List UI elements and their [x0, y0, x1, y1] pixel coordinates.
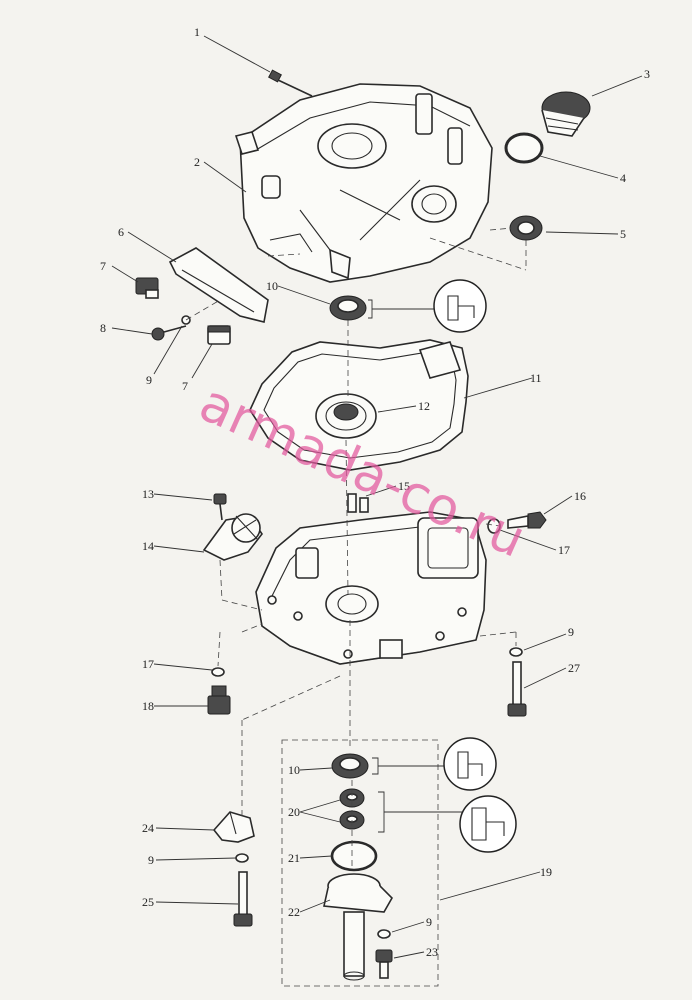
callout-14: 14	[142, 539, 154, 553]
bolt-icon	[507, 661, 527, 717]
clamp-bracket	[212, 811, 255, 843]
callout-7b: 7	[182, 379, 188, 393]
callout-15: 15	[398, 479, 410, 493]
lower-crankcase	[255, 511, 487, 665]
washer	[211, 667, 225, 677]
cover-bracket	[168, 247, 269, 323]
callout-19: 19	[540, 865, 552, 879]
callout-24: 24	[142, 821, 154, 835]
callout-5: 5	[620, 227, 626, 241]
detail-callout-icon	[368, 279, 487, 333]
alignment-lines	[185, 227, 527, 870]
washer	[235, 853, 249, 863]
callout-9b: 9	[568, 625, 574, 639]
callout-23: 23	[426, 945, 438, 959]
callout-25: 25	[142, 895, 154, 909]
detail-callout-icon	[378, 791, 517, 853]
bearing-icon	[339, 788, 365, 808]
washer	[377, 929, 391, 939]
o-ring-icon	[504, 132, 544, 164]
callout-12: 12	[418, 399, 430, 413]
detail-callout-icon	[372, 737, 497, 791]
callout-13: 13	[142, 487, 154, 501]
rubber-pad-lower	[207, 325, 231, 345]
callout-4: 4	[620, 171, 626, 185]
filler-plug	[541, 91, 591, 137]
o-ring-icon	[330, 840, 378, 872]
callout-9d: 9	[426, 915, 432, 929]
washer	[509, 647, 523, 657]
callout-17b: 17	[142, 657, 154, 671]
oil-case-group-frame	[281, 739, 439, 987]
callout-2: 2	[194, 155, 200, 169]
oil-seal-icon	[331, 753, 369, 779]
oil-case	[323, 873, 393, 981]
callout-9c: 9	[148, 853, 154, 867]
rubber-pad-upper	[135, 277, 159, 299]
callout-11: 11	[530, 371, 542, 385]
callout-20: 20	[288, 805, 300, 819]
callout-21: 21	[288, 851, 300, 865]
oil-seal-icon	[329, 295, 367, 321]
shift-lever-assembly	[202, 493, 263, 561]
callout-9a: 9	[146, 373, 152, 387]
callout-17a: 17	[558, 543, 570, 557]
callout-10b: 10	[288, 763, 300, 777]
callout-8: 8	[100, 321, 106, 335]
bolt-icon	[233, 871, 253, 927]
upper-crankcase-cover	[234, 83, 493, 283]
leader-lines	[111, 35, 643, 959]
callout-22: 22	[288, 905, 300, 919]
callout-27: 27	[568, 661, 580, 675]
oil-seal-icon	[509, 215, 543, 241]
callout-16: 16	[574, 489, 586, 503]
bolt-icon	[507, 511, 547, 529]
callout-7a: 7	[100, 259, 106, 273]
bolt-icon	[268, 69, 313, 97]
callout-18: 18	[142, 699, 154, 713]
bolt-icon	[207, 685, 231, 715]
callout-3: 3	[644, 67, 650, 81]
bearing-icon	[315, 393, 377, 439]
callout-10a: 10	[266, 279, 278, 293]
callout-6: 6	[118, 225, 124, 239]
callout-numbers: 1 2 3 4 5 6 7 7 8 9 10 11 12 13 14 15 16…	[100, 25, 650, 959]
callout-1: 1	[194, 25, 200, 39]
bolt-icon	[375, 949, 393, 979]
dowel-pin	[347, 493, 369, 513]
